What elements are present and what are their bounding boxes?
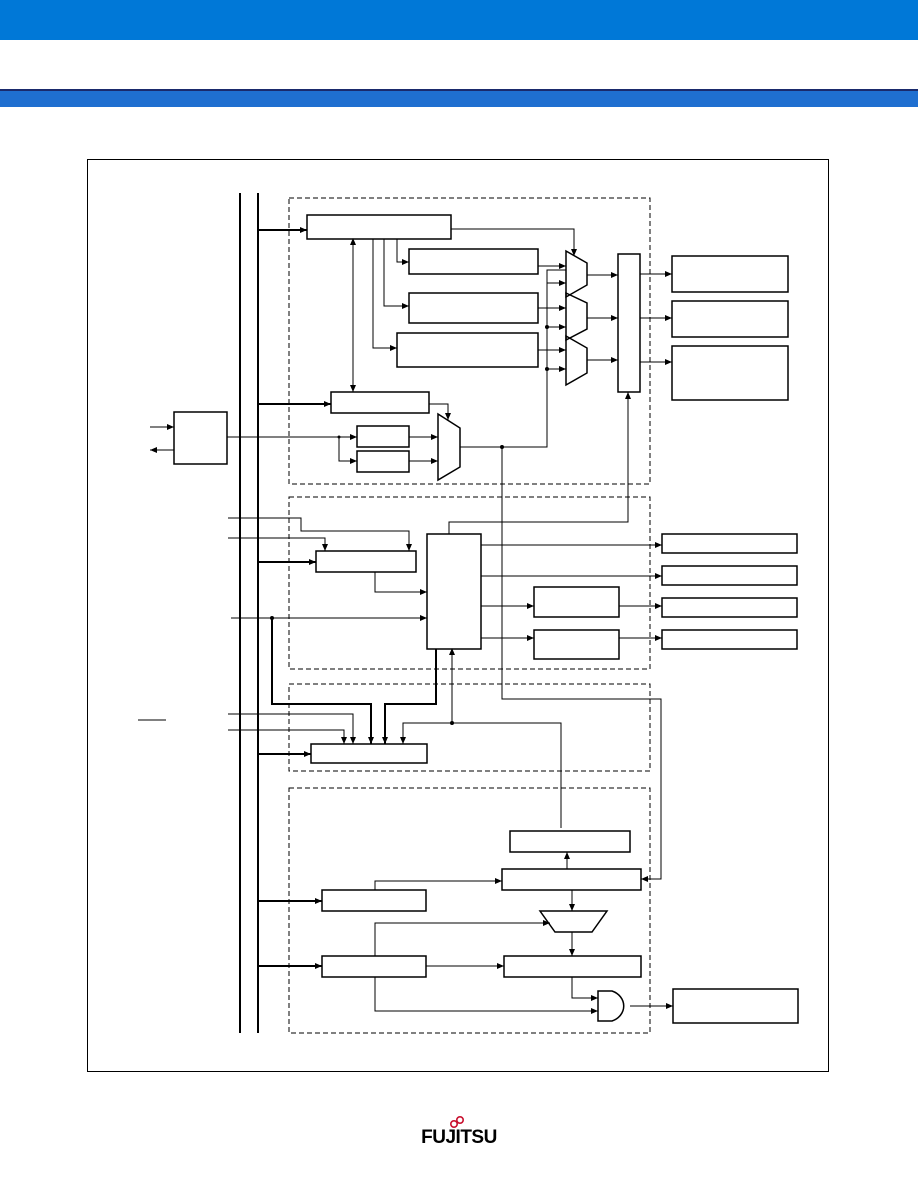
block-setting-1 xyxy=(321,889,427,912)
block-output-8 xyxy=(672,988,799,1024)
block-output-2 xyxy=(671,300,789,338)
fujitsu-logo: FUJITSU xyxy=(409,1113,509,1155)
header-band xyxy=(0,0,918,40)
block-output-5 xyxy=(661,565,798,586)
block-counter-2 xyxy=(533,629,620,660)
block-mid-register xyxy=(330,391,430,414)
mux-4 xyxy=(437,412,461,482)
block-output-select xyxy=(617,253,641,393)
block-setting-2 xyxy=(321,955,427,978)
block-top-register xyxy=(306,214,452,240)
group-1-boundary xyxy=(288,197,651,485)
block-counter-1 xyxy=(533,586,620,618)
block-small-2 xyxy=(356,450,410,473)
mux-3 xyxy=(565,334,588,387)
block-buffer xyxy=(509,830,631,853)
block-small-1 xyxy=(356,425,410,448)
mux-1 xyxy=(565,249,588,299)
group-2-boundary xyxy=(288,496,651,670)
group-3-boundary xyxy=(288,683,651,772)
fujitsu-infinity-mark-icon xyxy=(449,1115,465,1129)
block-reg-a xyxy=(408,248,539,275)
block-output-6 xyxy=(661,597,798,618)
block-reg-c xyxy=(396,332,539,368)
block-external-left xyxy=(173,411,228,465)
mux-2 xyxy=(565,291,588,342)
block-control-register xyxy=(315,550,417,573)
sub-header-band xyxy=(0,89,918,107)
diagram-frame xyxy=(87,159,829,1072)
block-output-7 xyxy=(661,629,798,650)
sub-header-rule xyxy=(0,89,918,91)
block-output-1 xyxy=(671,255,789,293)
block-output-4 xyxy=(661,533,798,554)
group-4-boundary xyxy=(288,787,651,1034)
block-output-3 xyxy=(671,345,789,401)
block-reg-b xyxy=(408,292,539,324)
and-gate xyxy=(597,990,625,1022)
block-compare-register xyxy=(501,868,642,891)
fujitsu-logo-text: FUJITSU xyxy=(421,1127,497,1148)
mux-5 xyxy=(538,910,609,933)
block-status-register xyxy=(310,743,428,764)
block-controller xyxy=(426,533,482,650)
block-comparator xyxy=(503,955,642,978)
